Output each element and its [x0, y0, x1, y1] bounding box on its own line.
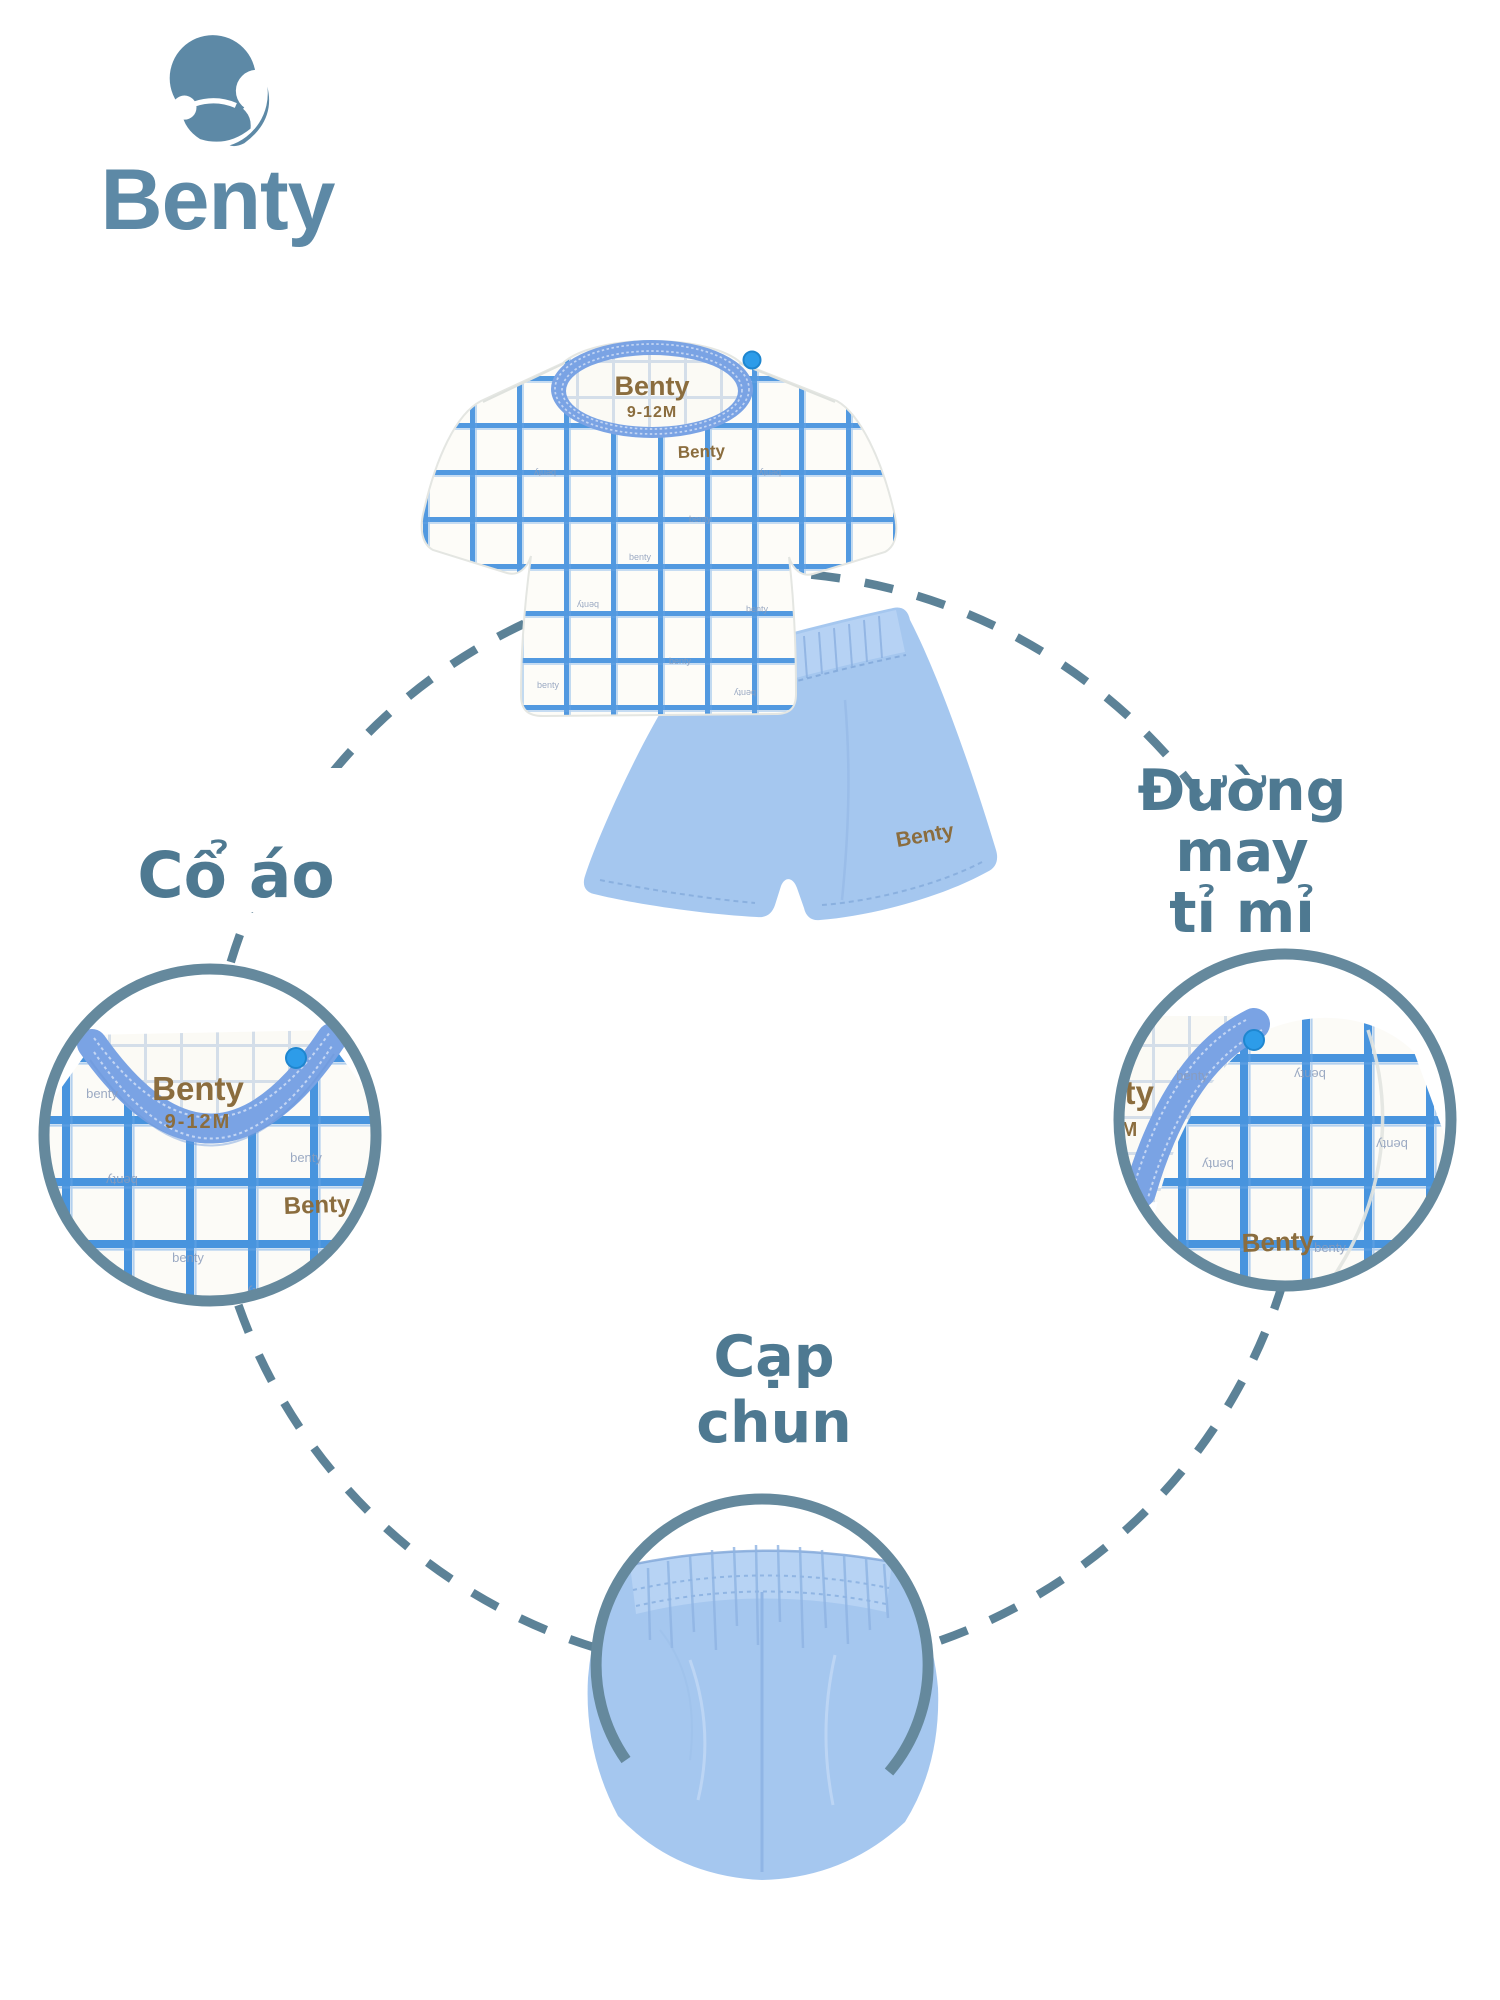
benty-logo-icon [169, 35, 278, 147]
waistband-gather-wrinkles [646, 1544, 890, 1651]
snap-button-zoom [285, 1047, 307, 1069]
seams-fabric [1146, 1017, 1446, 1281]
svg-text:benty: benty [689, 514, 712, 524]
chest-brand-print-zoom: Benty [283, 1191, 351, 1220]
collar-stitch-inner [561, 350, 743, 430]
callout-label-collar: Cổ áo [122, 768, 350, 912]
svg-text:benty: benty [537, 680, 560, 690]
left-hem-stitch [599, 879, 756, 904]
waistband-top-edge [629, 1549, 893, 1567]
collar-band-detail [77, 1023, 347, 1144]
seams-watermarks: benty benty benty benty benty [1176, 1067, 1408, 1255]
brand-logo: Benty [85, 32, 350, 243]
callout-collar-content: Benty 9-12M Benty benty benty benty bent… [49, 1023, 371, 1296]
shorts-center-crease [840, 699, 850, 901]
tshirt-body [420, 339, 898, 718]
seams-band-stitch-1 [1133, 1019, 1247, 1187]
chest-brand-print: Benty [677, 441, 725, 462]
shoulder-snap-button [742, 350, 762, 370]
collar-brand-label-zoom: Benty [152, 1070, 244, 1107]
svg-text:benty: benty [733, 688, 756, 698]
callout-seams-ring [1113, 948, 1457, 1292]
callout-label-seams-line2: tỉ mỉ [1169, 880, 1315, 947]
callout-label-waistband: Cạp chun [628, 1324, 920, 1456]
tshirt-graphic: benty benty benty benty benty benty bent… [420, 339, 898, 718]
svg-text:benty: benty [1294, 1067, 1326, 1082]
collar-size-label-zoom: 9-12M [165, 1111, 232, 1133]
callout-seams-content: Benty 9-12M Benty benty benty benty bent… [1062, 1008, 1446, 1281]
right-hem-stitch [821, 861, 983, 906]
collar-size-label: 9-12M [627, 404, 677, 421]
waistband-stitch-row-2 [635, 1590, 887, 1607]
collar-front-fabric [49, 1042, 371, 1296]
collar-stitch-outer [554, 343, 750, 435]
callout-label-seams: Đường may tỉ mỉ [1068, 761, 1416, 947]
callout-label-seams-line1: Đường may [1137, 758, 1347, 886]
waistband-stitch-row-1 [632, 1574, 890, 1591]
svg-text:benty: benty [1376, 1137, 1408, 1152]
svg-text:benty: benty [106, 1173, 138, 1188]
waistband-elastic [630, 1550, 892, 1614]
callout-waistband-ring [590, 1493, 934, 1776]
collar-brand-label: Benty [614, 371, 689, 401]
sleeve-fold-line [1328, 1029, 1385, 1281]
svg-text:benty: benty [669, 656, 692, 666]
svg-text:benty: benty [533, 468, 556, 478]
shoulder-seams [482, 362, 836, 403]
brand-logo-text: Benty [100, 152, 336, 248]
collar-inside-panel [566, 355, 738, 427]
shorts-wrinkles [659, 1629, 837, 1806]
svg-text:benty: benty [1314, 1240, 1346, 1255]
seams-collar-size-cut: 9-12M [1073, 1119, 1140, 1141]
svg-text:benty: benty [758, 468, 781, 478]
svg-text:benty: benty [746, 604, 769, 614]
svg-text:benty: benty [86, 1086, 118, 1101]
seams-collar-brand-cut: Benty [1062, 1074, 1154, 1111]
seams-collar-band [1124, 1008, 1270, 1208]
svg-text:benty: benty [629, 552, 652, 562]
svg-text:benty: benty [172, 1250, 204, 1265]
seams-chest-print: Benty [1241, 1225, 1315, 1258]
svg-text:benty: benty [1202, 1157, 1234, 1172]
callout-seams-circle: Benty 9-12M Benty benty benty benty bent… [1062, 948, 1457, 1292]
svg-text:benty: benty [576, 600, 599, 610]
collar-band-stitch-1 [93, 1031, 331, 1119]
callout-waistband-circle [587, 1493, 939, 1880]
callout-collar-circle: Benty 9-12M Benty benty benty benty bent… [38, 963, 382, 1307]
svg-text:benty: benty [290, 1150, 322, 1165]
seams-snap-button [1243, 1029, 1265, 1051]
callout-collar-ring [38, 963, 382, 1307]
svg-text:benty: benty [1176, 1068, 1208, 1083]
collar-band-edge [89, 1053, 335, 1147]
